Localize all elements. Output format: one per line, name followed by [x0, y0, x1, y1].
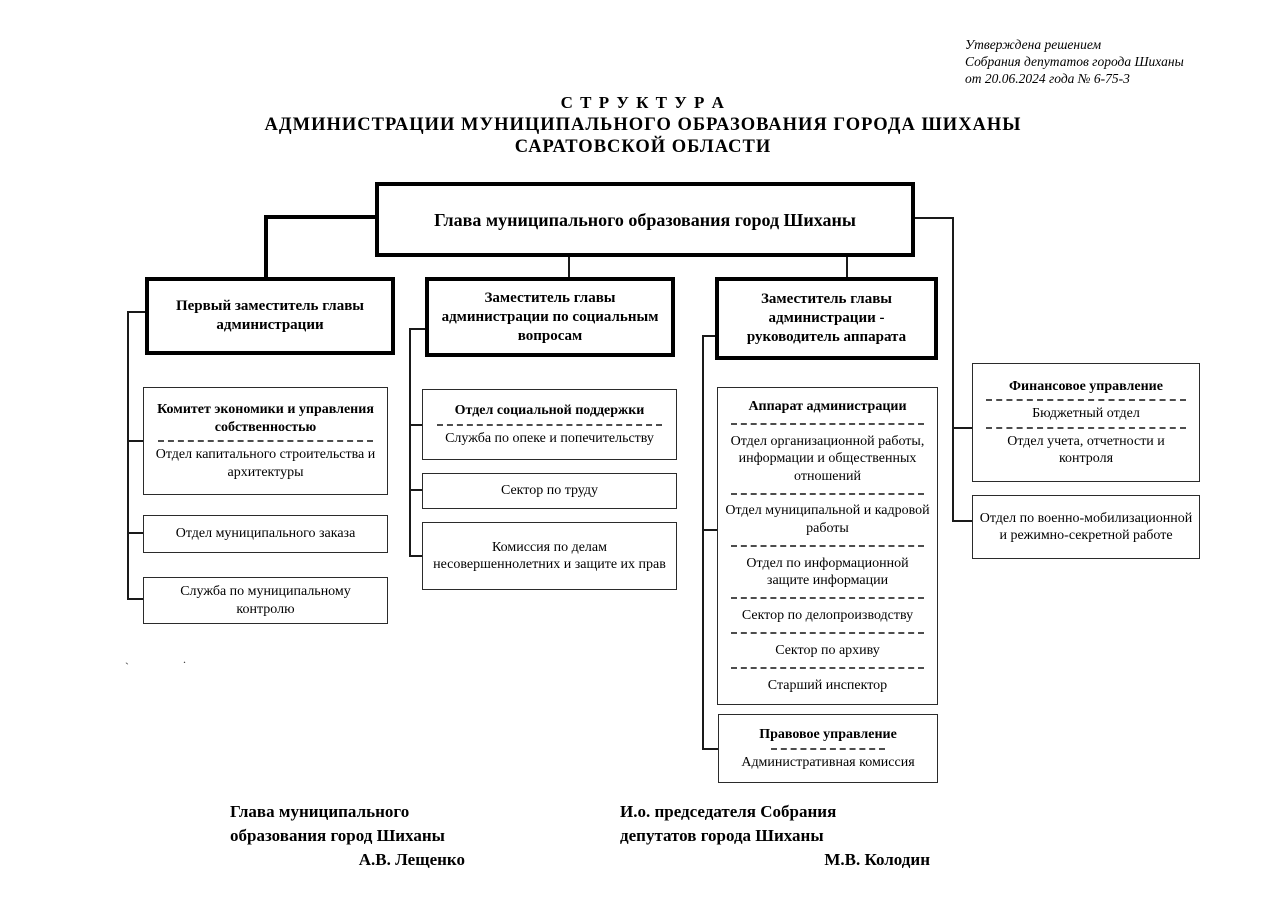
dashed-divider	[986, 426, 1186, 429]
approval-note-line2: Собрания депутатов города Шиханы	[965, 54, 1184, 69]
budget-dept: Бюджетный отдел	[1032, 406, 1140, 421]
box-labor-sector: Сектор по труду	[422, 473, 677, 509]
dashed-divider	[731, 545, 924, 548]
approval-note: Утверждена решением Собрания депутатов г…	[965, 36, 1265, 87]
connector-branch-social-support	[411, 424, 423, 426]
connector-staff-trunk-v	[702, 335, 704, 750]
first-deputy-label: Первый заместитель главы администрации	[175, 298, 365, 333]
dashed-divider	[731, 667, 924, 670]
records-sector: Сектор по делопроизводству	[741, 608, 914, 624]
signature-left-line1: Глава муниципального	[230, 802, 410, 821]
box-legal-department: Правовое управление Административная ком…	[718, 714, 938, 783]
box-staff-deputy: Заместитель главы администрации - руково…	[715, 277, 938, 360]
labor-sector-label: Сектор по труду	[500, 483, 599, 499]
municipal-hr-dept: Отдел муниципальной и кадровой работы	[725, 503, 930, 536]
box-military-mobilization-dept: Отдел по военно-мобилизационной и режимн…	[972, 495, 1200, 559]
dashed-divider	[158, 440, 373, 442]
social-support-header: Отдел социальной поддержки	[454, 403, 645, 418]
minors-commission-label: Комиссия по делам несовершеннолетних и з…	[433, 539, 666, 573]
municipal-control-label: Служба по муниципальному контролю	[180, 584, 351, 617]
connector-branch-municipal-control	[129, 598, 143, 600]
signature-left: Глава муниципального образования город Ш…	[230, 800, 465, 872]
box-social-support-dept: Отдел социальной поддержки Служба по опе…	[422, 389, 677, 460]
connector-branch-apparatus	[704, 529, 718, 531]
apparatus-header: Аппарат администрации	[748, 398, 907, 414]
box-social-deputy: Заместитель главы администрации по социа…	[425, 277, 675, 357]
dashed-divider	[771, 747, 885, 750]
connector-branch-military	[954, 520, 972, 522]
title-administration: АДМИНИСТРАЦИИ МУНИЦИПАЛЬНОГО ОБРАЗОВАНИЯ…	[264, 115, 1022, 135]
connector-head-to-right-trunk-h	[913, 217, 954, 219]
signature-right-line2: депутатов города Шиханы	[620, 826, 824, 845]
box-minors-commission: Комиссия по делам несовершеннолетних и з…	[422, 522, 677, 590]
box-administration-apparatus: Аппарат администрации Отдел организацион…	[717, 387, 938, 705]
stray-mark: .	[183, 652, 186, 666]
box-municipal-order-dept: Отдел муниципального заказа	[143, 515, 388, 553]
document-title: С Т Р У К Т У Р А АДМИНИСТРАЦИИ МУНИЦИПА…	[0, 92, 1286, 158]
military-mobilization-label: Отдел по военно-мобилизационной и режимн…	[979, 510, 1193, 544]
connector-head-to-first-deputy-v	[264, 215, 268, 278]
connector-branch-labor	[411, 489, 423, 491]
org-work-dept: Отдел организационной работы, информации…	[730, 433, 925, 484]
box-economy-committee: Комитет экономики и управления собственн…	[143, 387, 388, 495]
connector-branch-finance	[954, 427, 972, 429]
dashed-divider	[986, 399, 1186, 401]
info-security-dept: Отдел по информационной защите информаци…	[746, 555, 909, 589]
staff-deputy-label: Заместитель главы администрации - руково…	[746, 291, 907, 345]
administrative-commission: Административная комиссия	[741, 754, 915, 770]
signature-left-line2: образования город Шиханы	[230, 826, 445, 845]
box-first-deputy: Первый заместитель главы администрации	[145, 277, 395, 355]
connector-branch-economy	[129, 440, 143, 442]
dashed-divider	[437, 423, 662, 426]
signature-right: И.о. председателя Собрания депутатов гор…	[620, 800, 930, 872]
dashed-divider	[731, 632, 924, 635]
stray-mark: `	[125, 660, 129, 674]
legal-department-header: Правовое управление	[759, 727, 897, 742]
signature-right-name: М.В. Колодин	[824, 850, 930, 869]
municipal-order-label: Отдел муниципального заказа	[175, 526, 356, 542]
guardianship-service: Служба по опеке и попечительству	[445, 430, 654, 446]
box-finance-department: Финансовое управление Бюджетный отдел От…	[972, 363, 1200, 482]
connector-head-to-first-deputy-h	[266, 215, 378, 219]
capital-construction-dept: Отдел капитального строительства и архит…	[155, 447, 376, 480]
connector-left-trunk-v	[127, 311, 129, 600]
box-municipal-control-service: Служба по муниципальному контролю	[143, 577, 388, 624]
economy-committee-header: Комитет экономики и управления собственн…	[157, 402, 374, 435]
approval-note-line3: от 20.06.2024 года № 6-75-3	[965, 71, 1130, 86]
accounting-dept: Отдел учета, отчетности и контроля	[1007, 433, 1165, 467]
signature-left-name: А.В. Лещенко	[358, 850, 465, 869]
connector-branch-municipal-order	[129, 532, 143, 534]
connector-branch-legal	[704, 748, 719, 750]
connector-social-trunk-v	[409, 328, 411, 557]
title-region: САРАТОВСКОЙ ОБЛАСТИ	[514, 137, 772, 157]
connector-left-trunk-top	[127, 311, 145, 313]
approval-note-line1: Утверждена решением	[965, 37, 1102, 52]
connector-right-trunk-v	[952, 217, 954, 522]
dashed-divider	[731, 597, 924, 600]
connector-branch-minors	[411, 555, 423, 557]
senior-inspector: Старший инспектор	[767, 677, 888, 693]
box-head-of-municipality: Глава муниципального образования город Ш…	[375, 182, 915, 257]
archive-sector: Сектор по архиву	[775, 642, 880, 658]
connector-staff-trunk-top	[702, 335, 716, 337]
head-of-municipality-label: Глава муниципального образования город Ш…	[434, 209, 856, 230]
finance-department-header: Финансовое управление	[1009, 378, 1163, 394]
signature-right-line1: И.о. председателя Собрания	[620, 802, 837, 821]
connector-head-to-social-deputy	[568, 255, 570, 278]
connector-social-trunk-top	[409, 328, 426, 330]
connector-head-to-staff-deputy	[846, 255, 848, 278]
title-structure: С Т Р У К Т У Р А	[560, 93, 726, 112]
social-deputy-label: Заместитель главы администрации по социа…	[441, 289, 659, 344]
dashed-divider	[731, 492, 924, 495]
dashed-divider	[731, 422, 924, 425]
